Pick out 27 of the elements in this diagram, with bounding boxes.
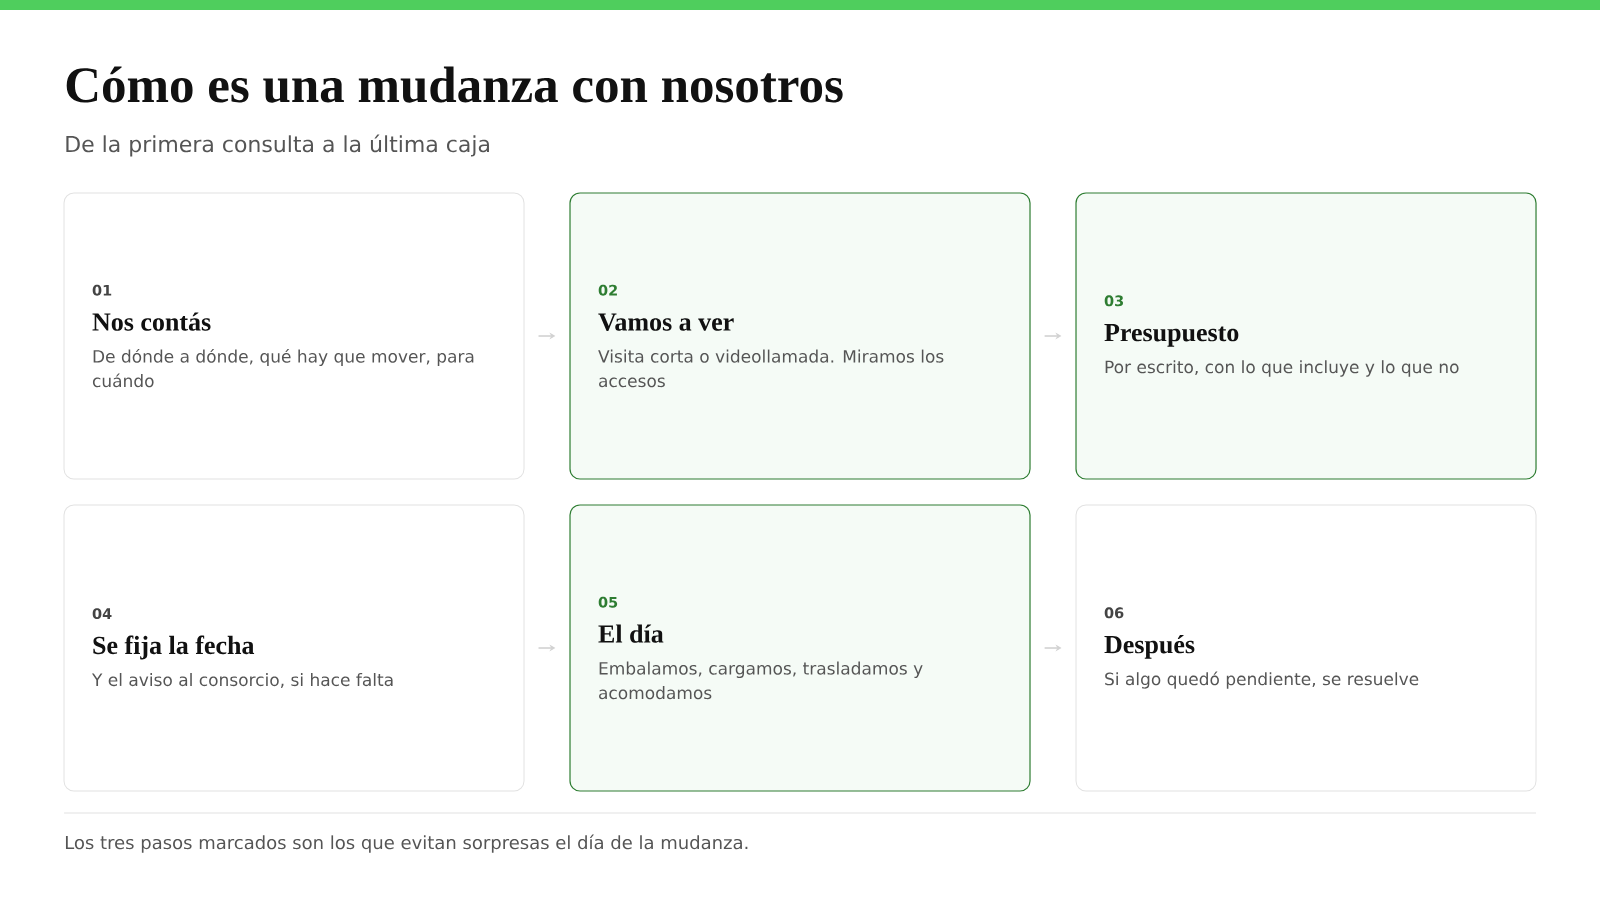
step-card [1075,504,1537,792]
step-card [1075,192,1537,480]
subtitle: De la primera consulta a la última caja [66,134,489,157]
step-title: Se fija la fecha [93,635,255,660]
step-number: 04 [92,608,112,620]
step-title: Presupuesto [1104,324,1239,347]
step-title: Después [1104,635,1195,659]
step-number: 06 [1104,607,1124,619]
step-description: Y el aviso al consorcio, si hace falta [91,673,393,688]
step-description: Si algo quedó pendiente, se resuelve [1105,671,1419,689]
step-description: Por escrito, con lo que incluye y lo que no [1105,360,1459,377]
step-title: Vamos a ver [598,313,734,331]
step-card [569,192,1031,480]
step-description: Embalamos, cargamos, trasladamos y acomodamos [599,661,923,700]
step-number: 03 [1104,295,1124,307]
step-title: Nos contás [92,312,211,331]
step-card [63,504,525,792]
step-card [569,504,1031,792]
step-description: Visita corta o videollamada. Miramos los accesos [598,349,944,388]
step-number: 02 [598,284,617,296]
step-card [63,192,525,480]
footnote: Los tres pasos marcados son los que evitan sorpresas el día de la mudanza. [66,834,748,853]
title: Cómo es una mudanza con nosotros [66,66,843,103]
step-number: 01 [92,284,112,296]
step-title: El día [598,624,664,643]
step-description: De dónde a dónde, qué hay que mover, para cuándo [92,348,474,388]
step-number: 05 [598,596,618,608]
